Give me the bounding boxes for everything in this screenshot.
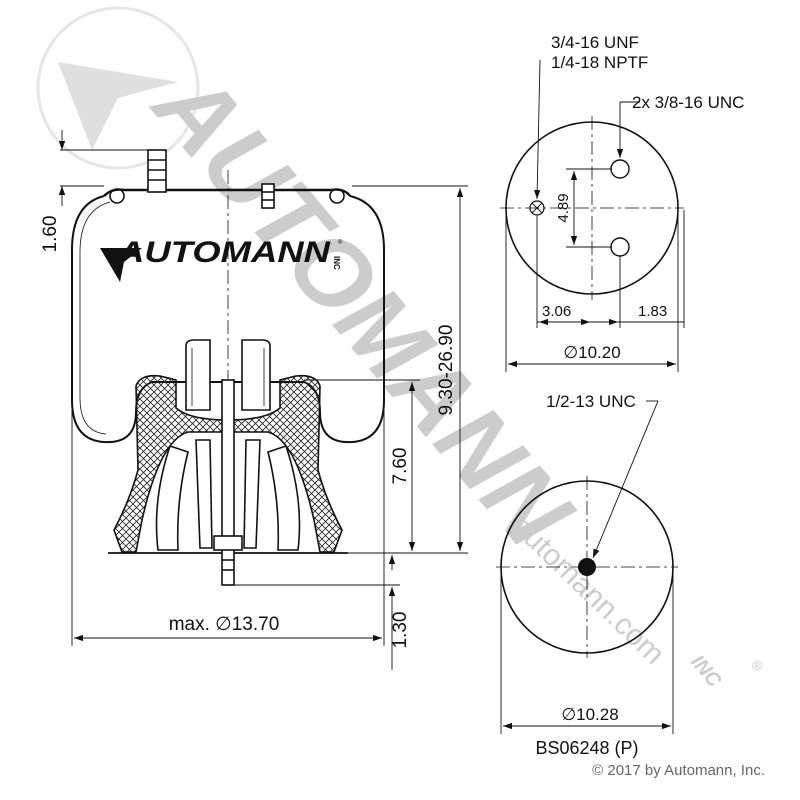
logo-inc: INC (332, 256, 341, 270)
bead-roll-left (109, 188, 125, 204)
dim-offset-right: 1.83 (638, 303, 667, 320)
watermark-chevron (58, 62, 178, 150)
watermark-inc: INC (686, 651, 725, 692)
dim-top-diameter: ∅10.20 (563, 343, 620, 362)
part-number: BS06248 (P) (535, 738, 638, 758)
top-view (500, 59, 685, 372)
center-thread-note: 1/2-13 UNC (546, 392, 636, 411)
dim-stud-length: 1.30 (390, 612, 411, 649)
automann-logo: AUTOMANN INC ® (100, 236, 343, 282)
logo-reg: ® (338, 239, 343, 246)
bead-roll-right (329, 188, 345, 204)
piston-inner-rib-left (155, 444, 189, 551)
watermark-circle (36, 6, 200, 170)
side-view (71, 149, 385, 586)
leader-center (592, 400, 659, 559)
stud-hole-lower (610, 237, 630, 257)
center-bolt (221, 379, 235, 586)
port-thread-1: 3/4-16 UNF (551, 33, 639, 52)
bead-plate (103, 188, 351, 197)
piston-inner-core-right (243, 439, 261, 549)
bumper-right (241, 339, 271, 411)
center-thread-hole (578, 558, 596, 576)
dim-max-diameter: max. ∅13.70 (169, 614, 280, 635)
top-stud (261, 183, 275, 209)
side-dimensions (58, 130, 468, 670)
air-port-cross-icon (531, 202, 543, 214)
dim-top-height: 1.60 (40, 216, 61, 253)
stud-thread-note: 2x 3/8-16 UNC (632, 93, 744, 112)
air-port-hole (529, 200, 545, 216)
dim-stud-spacing: 4.89 (555, 193, 572, 222)
piston-inner-rib-right (267, 444, 301, 551)
logo-brand: AUTOMANN (117, 236, 332, 269)
bellow-inner (79, 201, 111, 435)
dim-offset-left: 3.06 (542, 303, 571, 320)
piston-body (113, 374, 343, 553)
dim-piston-height: 7.60 (390, 448, 411, 485)
top-fitting (147, 149, 167, 193)
stud-hole-upper (610, 159, 630, 179)
dim-overall-height: 9.30-26.90 (436, 325, 457, 416)
piston-inner-core-left (195, 439, 213, 549)
bolt-nut (213, 535, 243, 551)
logo-chevron-icon (100, 248, 142, 282)
port-thread-2: 1/4-18 NPTF (551, 53, 648, 72)
copyright: © 2017 by Automann, Inc. (592, 762, 765, 779)
leader-port (534, 59, 541, 200)
dim-bottom-diameter: ∅10.28 (561, 705, 618, 724)
watermark-url: automann.com (505, 509, 671, 671)
watermark-reg: ® (752, 657, 763, 673)
bumper-left (185, 339, 211, 411)
bottom-view (496, 400, 678, 734)
